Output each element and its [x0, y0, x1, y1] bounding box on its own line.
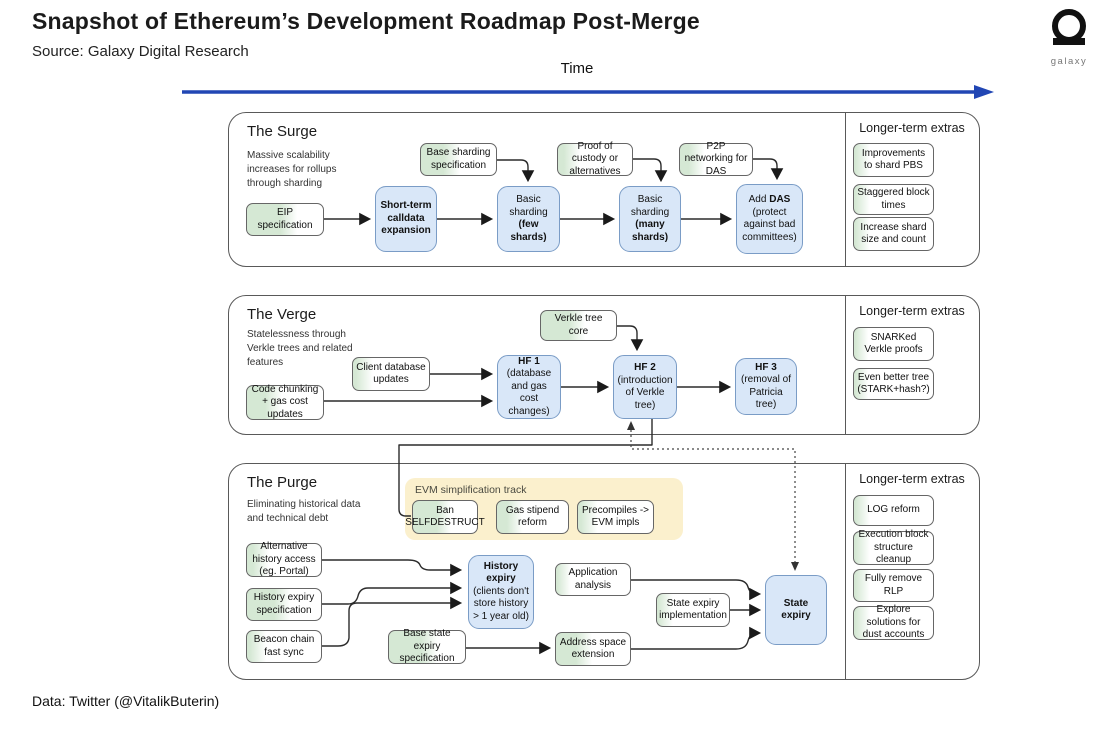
evm-simplification-track: EVM simplification track [405, 478, 683, 540]
panel-the-surge: The Surge Massive scalability increases … [228, 112, 980, 267]
extras-divider-surge [845, 113, 846, 266]
data-credit: Data: Twitter (@VitalikButerin) [32, 693, 220, 709]
extras-divider-purge [845, 464, 846, 679]
source-label: Source: Galaxy Digital Research [32, 43, 249, 60]
section-desc-verge: Statelessness through Verkle trees and r… [247, 329, 353, 368]
section-title-purge: The Purge [247, 474, 318, 491]
evm-track-label: EVM simplification track [415, 484, 527, 496]
section-desc-surge: Massive scalability increases for rollup… [247, 150, 337, 189]
extras-divider-verge [845, 296, 846, 434]
extras-title-surge: Longer-term extras [859, 121, 965, 135]
page-title: Snapshot of Ethereum’s Development Roadm… [32, 8, 700, 34]
extras-title-verge: Longer-term extras [859, 304, 965, 318]
section-desc-purge: Eliminating historical data and technica… [247, 499, 361, 524]
extras-title-purge: Longer-term extras [859, 472, 965, 486]
section-title-verge: The Verge [247, 306, 317, 323]
section-title-surge: The Surge [247, 123, 318, 140]
galaxy-logo-text: galaxy [1050, 56, 1088, 67]
panel-the-verge: The Verge Statelessness through Verkle t… [228, 295, 980, 435]
galaxy-logo: galaxy [1043, 8, 1095, 67]
galaxy-logo-icon [1049, 9, 1089, 47]
time-axis-label: Time [560, 60, 594, 77]
